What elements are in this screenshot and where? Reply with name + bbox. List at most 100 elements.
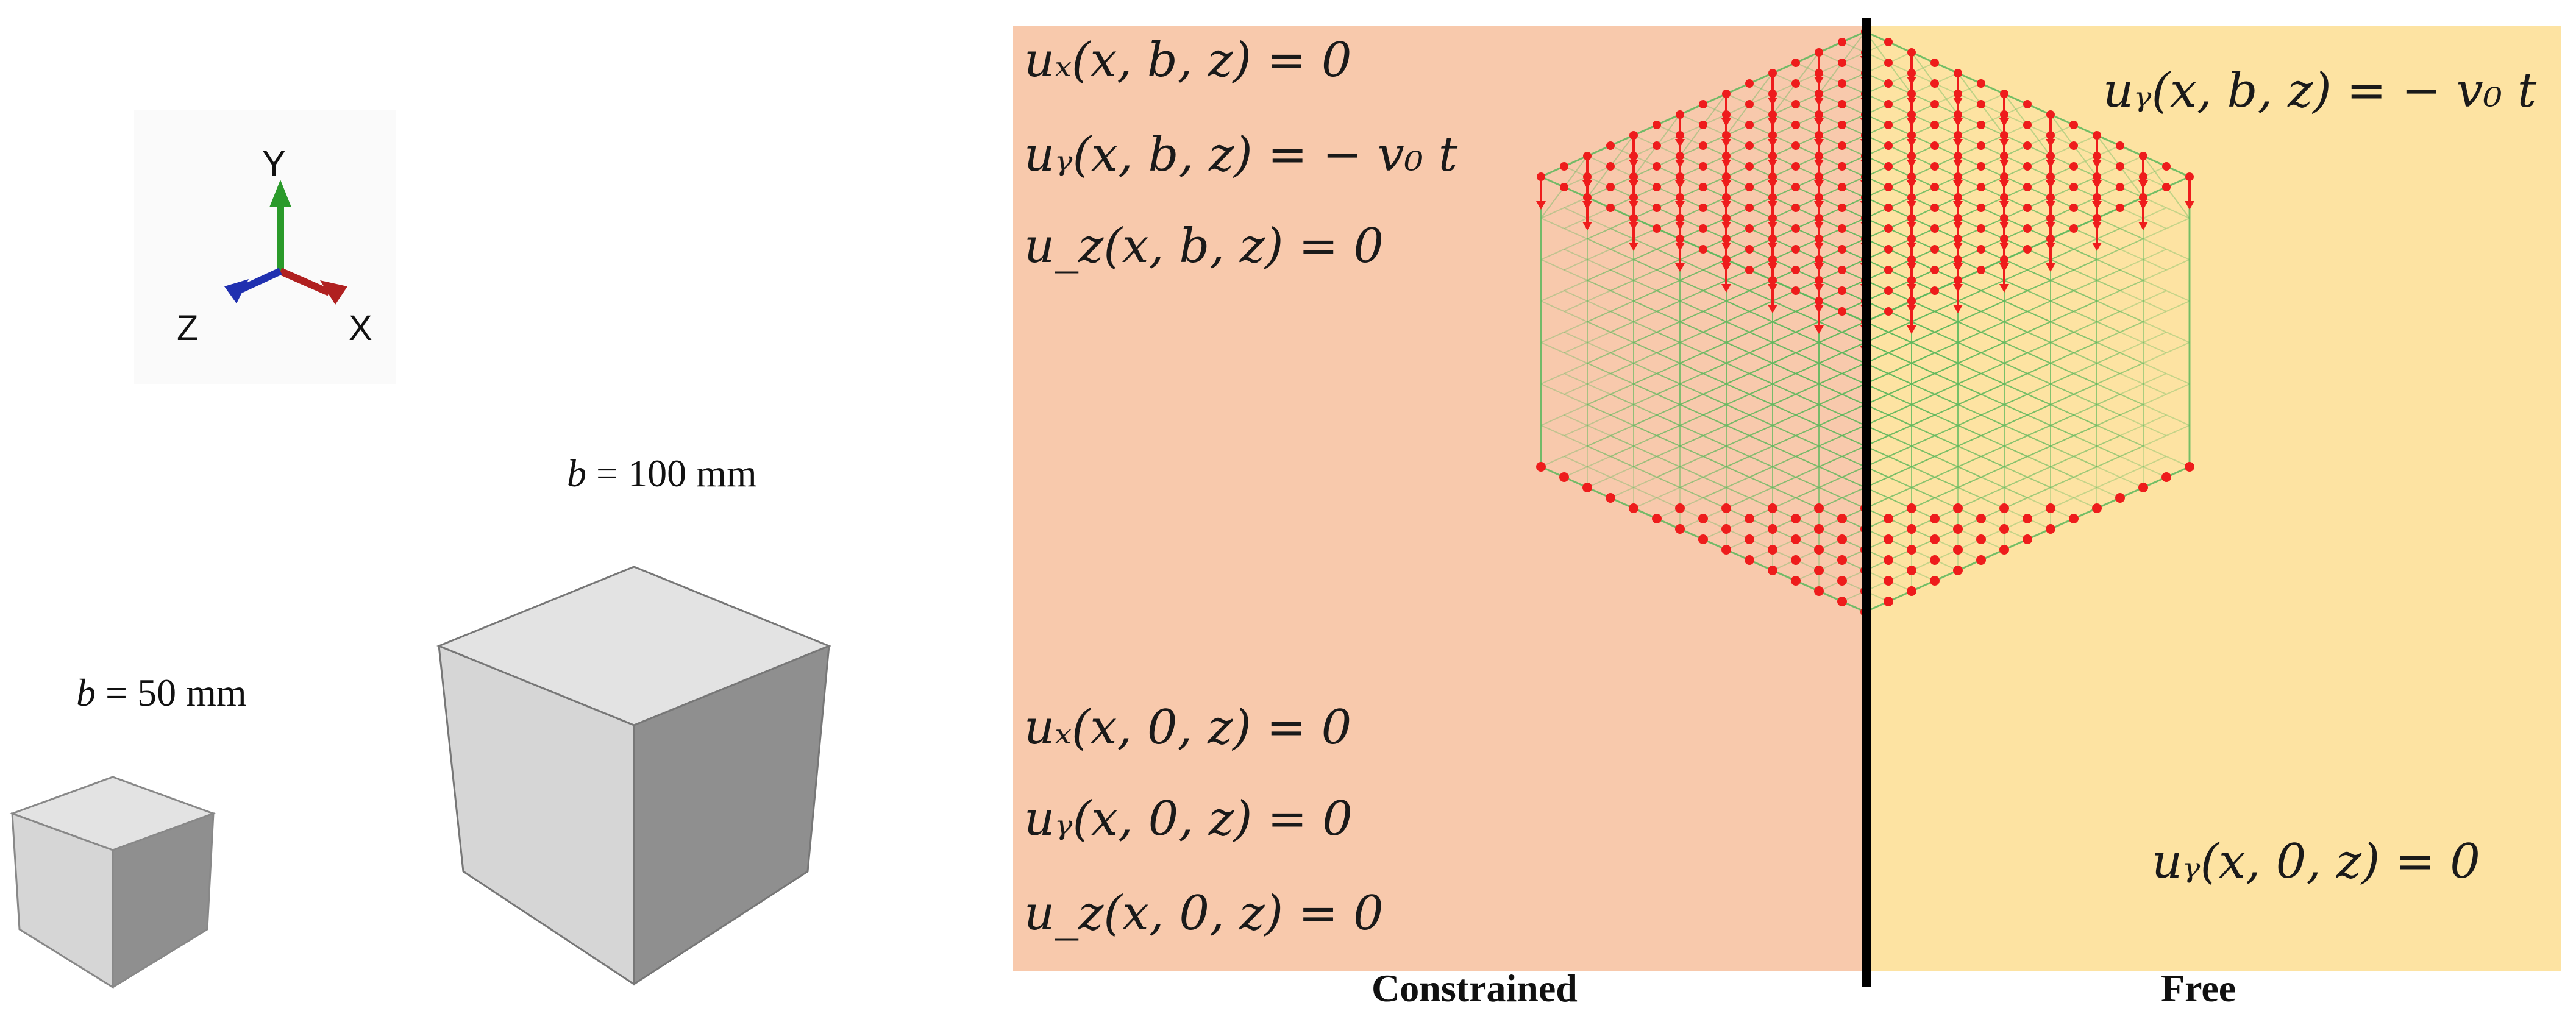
lattice-strut: [1865, 280, 2190, 426]
lattice-node: [1977, 204, 1985, 212]
lattice-node: [2023, 514, 2032, 523]
lattice-node: [1560, 183, 1568, 191]
lattice-node: [1953, 524, 1963, 534]
lattice-node: [2116, 141, 2124, 150]
lattice-strut: [1540, 342, 1866, 488]
lattice-strut: [1656, 290, 1982, 436]
lattice-strut: [1679, 321, 2005, 467]
lattice-node: [1745, 534, 1754, 544]
lattice-node: [2023, 534, 2032, 544]
lattice-node: [1884, 514, 1893, 523]
lattice-node: [1838, 266, 1846, 274]
small-cube: [9, 776, 216, 989]
lattice-node: [1745, 266, 1754, 274]
lattice-node: [1930, 224, 1939, 233]
load-arrow-head: [2185, 201, 2194, 210]
lattice-node: [1977, 141, 1985, 150]
lattice-node: [1699, 224, 1707, 233]
lattice-strut: [1587, 342, 1912, 488]
lattice-node: [1698, 534, 1708, 544]
lattice-node: [1884, 121, 1893, 129]
free-bottom-condition-uy: uᵧ(x, 0, z) = 0: [2152, 834, 2480, 889]
lattice-node: [1536, 462, 1546, 472]
free-label: Free: [2161, 966, 2236, 1010]
lattice-strut: [1865, 238, 2190, 385]
lattice-node: [2023, 204, 2032, 212]
lattice-node: [1907, 524, 1916, 534]
lattice-strut: [1772, 300, 2097, 447]
lattice-node: [1884, 38, 1893, 46]
lattice-strut: [1540, 218, 1866, 364]
lattice-strut: [1564, 332, 1889, 478]
lattice-strut: [1841, 373, 2167, 519]
lattice-node: [1838, 121, 1846, 129]
lattice-strut: [1795, 311, 2121, 457]
lattice-node: [2162, 183, 2171, 191]
large-cube-label: b = 100 mm: [567, 452, 757, 495]
lattice-node: [1930, 576, 1940, 586]
lattice-strut: [1749, 290, 2074, 436]
load-arrow-head: [1907, 325, 1916, 334]
lattice-strut: [1772, 342, 2097, 488]
lattice-node: [1976, 534, 1986, 544]
lattice-node: [1582, 483, 1592, 492]
lattice-node: [1907, 545, 1916, 555]
lattice-node: [1838, 224, 1846, 233]
lattice-strut: [1772, 363, 2097, 509]
lattice-node: [2162, 162, 2171, 171]
lattice-strut: [1818, 363, 2144, 509]
constrained-label: Constrained: [1372, 966, 1578, 1010]
lattice-node: [1699, 141, 1707, 150]
lattice-node: [2023, 224, 2032, 233]
lattice-strut: [1610, 269, 1935, 416]
lattice-node: [1791, 59, 1800, 67]
lattice-node: [1930, 286, 1939, 295]
lattice-strut: [1749, 414, 2074, 561]
lattice-node: [1976, 555, 1986, 565]
lattice-node: [1977, 79, 1985, 88]
lattice-node: [1653, 183, 1661, 191]
constrained-top-condition-uy: uᵧ(x, b, z) = − v₀ t: [1024, 127, 1458, 182]
constrained-bottom-condition-uz: u_z(x, 0, z) = 0: [1024, 886, 1384, 941]
lattice-node: [1699, 100, 1707, 108]
lattice-node: [2046, 524, 2055, 534]
lattice-node: [1814, 524, 1824, 534]
lattice-strut: [1749, 332, 2074, 478]
lattice-node: [1606, 493, 1615, 503]
lattice-node: [1814, 545, 1824, 555]
lattice-strut: [1772, 321, 2097, 467]
lattice-node: [1930, 204, 1939, 212]
lattice-node: [1606, 183, 1615, 191]
lattice-strut: [1726, 404, 2051, 550]
lattice-strut: [1587, 238, 1912, 385]
lattice-strut: [1587, 300, 1912, 447]
lattice-node: [1930, 514, 1940, 523]
lattice-node: [1838, 100, 1846, 108]
axis-z-label: Z: [177, 308, 199, 348]
lattice-strut: [1564, 332, 1889, 478]
lattice-strut: [1564, 373, 1889, 519]
lattice-node: [1721, 545, 1731, 555]
lattice-node: [1745, 100, 1754, 108]
constrained-bottom-condition-ux: uₓ(x, 0, z) = 0: [1024, 700, 1352, 755]
lattice-strut: [1865, 342, 2190, 488]
lattice-node: [2069, 224, 2078, 233]
lattice-node: [1559, 472, 1569, 482]
lattice-strut: [1540, 383, 1866, 530]
lattice-node: [1884, 79, 1893, 88]
lattice-node: [1884, 162, 1893, 171]
lattice-node: [1999, 503, 2009, 513]
lattice-strut: [1679, 342, 2005, 488]
lattice-strut: [1587, 218, 1912, 364]
lattice-node: [1838, 183, 1846, 191]
lattice-node: [2116, 204, 2124, 212]
lattice-node: [1629, 503, 1638, 513]
lattice-strut: [1656, 332, 1982, 478]
lattice-strut: [1818, 218, 2144, 364]
lattice-strut: [1726, 383, 2051, 530]
lattice-strut: [1610, 394, 1935, 540]
lattice-node: [1837, 576, 1847, 586]
symmetry-divider-line: [1862, 18, 1871, 987]
lattice-node: [1814, 503, 1824, 513]
lattice-node: [1653, 141, 1661, 150]
